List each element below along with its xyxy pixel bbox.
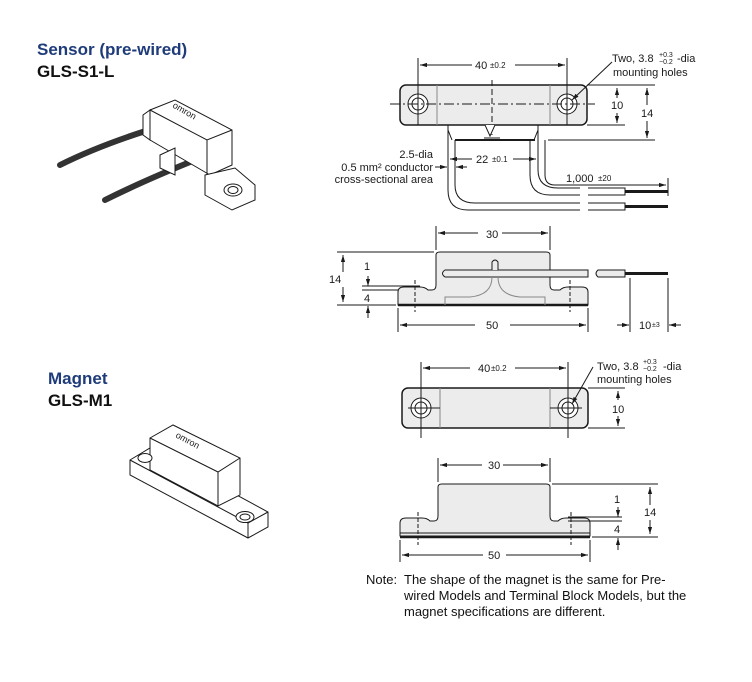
svg-text:50: 50	[486, 320, 498, 332]
note-label: Note:	[366, 572, 398, 587]
svg-text:1,000: 1,000	[566, 173, 594, 185]
sensor-cable-2	[102, 155, 203, 203]
magnet-side-outline	[399, 483, 591, 537]
svg-text:−0.2: −0.2	[659, 59, 673, 66]
sensor-top-view	[390, 58, 669, 211]
svg-text:30: 30	[488, 460, 500, 472]
svg-text:50: 50	[488, 550, 500, 562]
magnet-note: Note: The shape of the magnet is the same…	[366, 572, 694, 620]
note-text: The shape of the magnet is the same for …	[404, 572, 687, 619]
svg-text:-dia: -dia	[677, 53, 696, 65]
svg-text:±0.2: ±0.2	[490, 61, 506, 70]
magnet-side-view	[399, 458, 658, 562]
svg-text:±3: ±3	[652, 322, 660, 329]
sensor-cable-left	[447, 125, 580, 211]
svg-text:0.5 mm² conductor: 0.5 mm² conductor	[341, 162, 433, 174]
svg-text:+0.3: +0.3	[643, 359, 657, 366]
svg-text:mounting holes: mounting holes	[597, 374, 672, 386]
sensor-side-view	[337, 226, 681, 332]
magnet-top-outline	[401, 387, 589, 429]
sensor-cable-right	[529, 140, 580, 196]
sensor-illustration: omron	[57, 99, 256, 211]
sensor-side-labels: 30 14 1 4 50 10 ±3	[329, 229, 660, 332]
magnet-title: Magnet	[48, 369, 108, 388]
svg-text:4: 4	[614, 524, 620, 536]
svg-text:±0.2: ±0.2	[491, 364, 507, 373]
svg-text:10: 10	[611, 100, 623, 112]
svg-text:±20: ±20	[598, 174, 612, 183]
magnet-illustration: omron	[129, 424, 269, 539]
svg-text:mounting holes: mounting holes	[613, 67, 688, 79]
svg-text:−0.2: −0.2	[643, 366, 657, 373]
magnet-top-view	[401, 362, 625, 438]
magnet-side-labels: 30 14 1 4 50	[488, 460, 656, 562]
svg-text:Two, 3.8: Two, 3.8	[612, 53, 654, 65]
magnet-model: GLS-M1	[48, 391, 113, 410]
svg-text:10: 10	[612, 404, 624, 416]
svg-text:40: 40	[475, 60, 487, 72]
svg-text:4: 4	[364, 293, 370, 305]
sensor-top-labels: 40 ±0.2 Two, 3.8 +0.3 −0.2 -dia mounting…	[335, 52, 697, 186]
svg-text:14: 14	[644, 507, 656, 519]
svg-text:+0.3: +0.3	[659, 52, 673, 59]
svg-text:30: 30	[486, 229, 498, 241]
svg-text:22: 22	[476, 154, 488, 166]
svg-text:10: 10	[639, 320, 651, 332]
svg-text:-dia: -dia	[663, 361, 682, 373]
sensor-model: GLS-S1-L	[37, 62, 115, 81]
svg-text:14: 14	[329, 274, 341, 286]
svg-text:Two, 3.8: Two, 3.8	[597, 361, 639, 373]
svg-text:14: 14	[641, 108, 653, 120]
svg-text:40: 40	[478, 363, 490, 375]
svg-text:2.5-dia: 2.5-dia	[399, 149, 434, 161]
magnet-body	[149, 424, 241, 507]
svg-text:cross-sectional area: cross-sectional area	[335, 174, 434, 186]
svg-text:1: 1	[364, 261, 370, 273]
magnet-top-labels: 40 ±0.2 Two, 3.8 +0.3 −0.2 -dia mounting…	[478, 359, 682, 416]
sensor-side-outline	[397, 251, 589, 306]
sensor-title: Sensor (pre-wired)	[37, 40, 188, 59]
svg-text:1: 1	[614, 494, 620, 506]
svg-text:±0.1: ±0.1	[492, 155, 508, 164]
